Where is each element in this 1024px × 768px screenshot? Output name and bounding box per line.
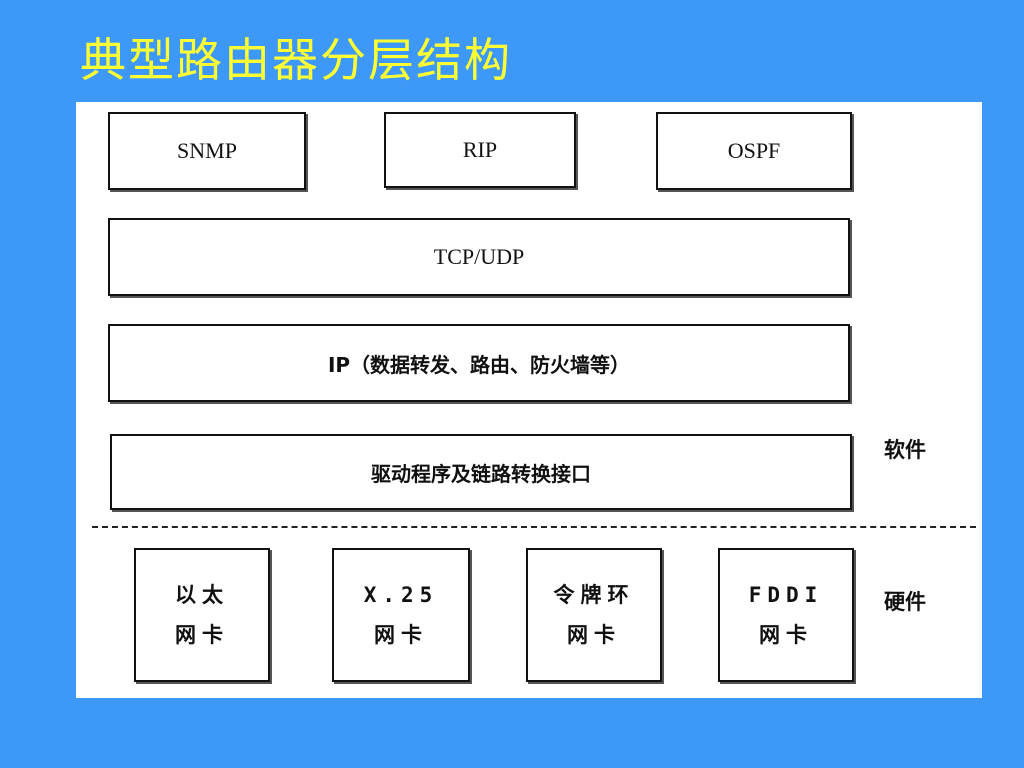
x25-card-box: X.25 网卡 bbox=[332, 548, 470, 682]
software-label: 软件 bbox=[884, 438, 926, 462]
fddi-card-line2: 网卡 bbox=[759, 623, 813, 647]
token-ring-card-line1: 令牌环 bbox=[553, 583, 635, 607]
snmp-box: SNMP bbox=[108, 112, 306, 190]
fddi-card-box: FDDI 网卡 bbox=[718, 548, 854, 682]
fddi-card-line1: FDDI bbox=[748, 583, 824, 607]
driver-layer: 驱动程序及链路转换接口 bbox=[110, 434, 852, 510]
ethernet-card-line1: 以太 bbox=[175, 583, 229, 607]
tcp-udp-label: TCP/UDP bbox=[433, 244, 525, 269]
ip-layer: IP（数据转发、路由、防火墙等） bbox=[108, 324, 850, 402]
token-ring-card-line2: 网卡 bbox=[567, 623, 621, 647]
ethernet-card-line2: 网卡 bbox=[175, 623, 229, 647]
ospf-label: OSPF bbox=[727, 138, 781, 163]
x25-card-line2: 网卡 bbox=[374, 623, 428, 647]
token-ring-card-box: 令牌环 网卡 bbox=[526, 548, 662, 682]
snmp-label: SNMP bbox=[177, 138, 237, 163]
tcp-udp-layer: TCP/UDP bbox=[108, 218, 850, 296]
ospf-box: OSPF bbox=[656, 112, 852, 190]
rip-box: RIP bbox=[384, 112, 576, 188]
slide-title: 典型路由器分层结构 bbox=[80, 33, 512, 87]
software-hardware-divider bbox=[92, 526, 976, 528]
x25-card-line1: X.25 bbox=[363, 583, 439, 607]
ip-layer-label: IP（数据转发、路由、防火墙等） bbox=[327, 352, 631, 377]
rip-label: RIP bbox=[462, 137, 498, 162]
driver-layer-label: 驱动程序及链路转换接口 bbox=[371, 461, 591, 486]
router-layer-diagram: SNMP RIP OSPF TCP/UDP IP（数据转发、路由、防火墙等） 驱… bbox=[76, 102, 982, 698]
hardware-label: 硬件 bbox=[884, 590, 926, 614]
ethernet-card-box: 以太 网卡 bbox=[134, 548, 270, 682]
